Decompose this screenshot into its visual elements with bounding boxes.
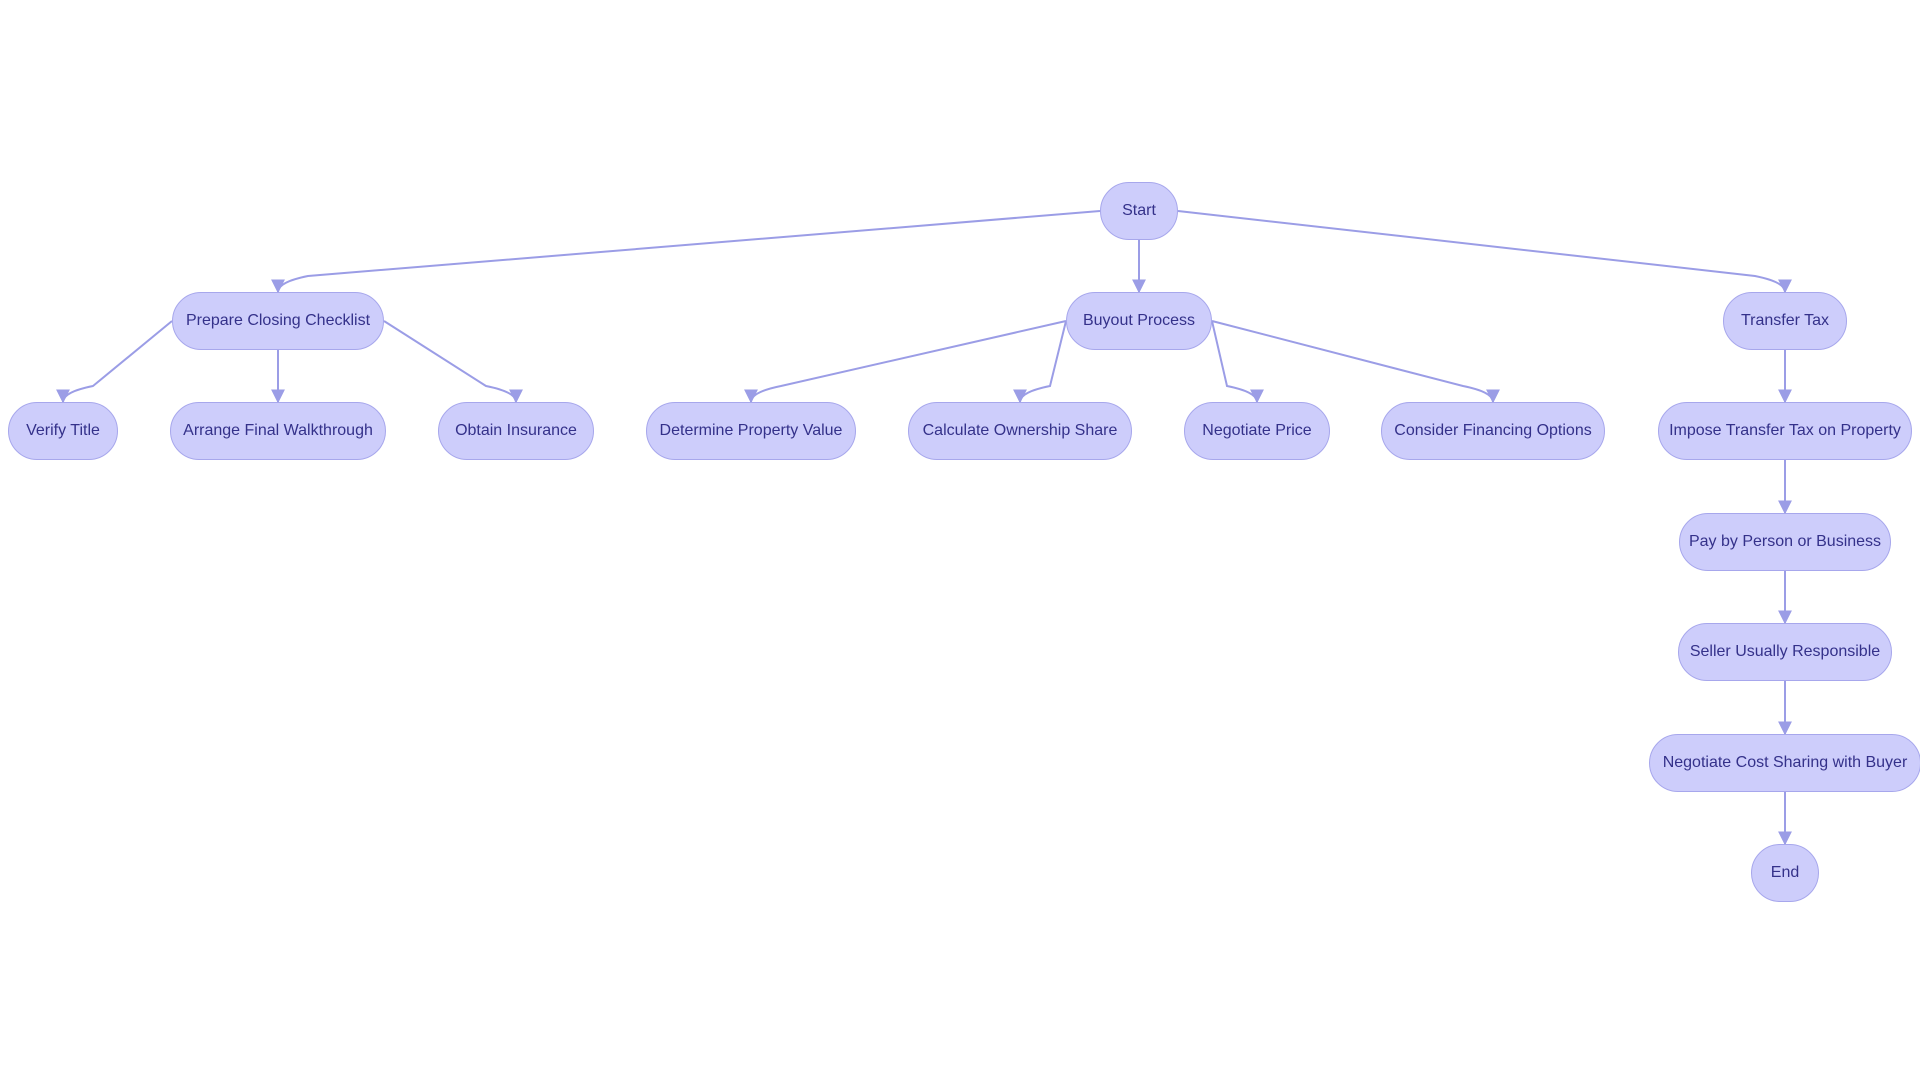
node-impose-transfer-tax: Impose Transfer Tax on Property [1658, 402, 1912, 460]
edge-buyout-to-financing [1211, 320, 1500, 404]
edge-start-to-prepare [271, 210, 1101, 294]
node-buyout-process: Buyout Process [1066, 292, 1212, 350]
edge-buyout-to-value [744, 320, 1067, 404]
node-determine-property-value: Determine Property Value [646, 402, 856, 460]
node-negotiate-cost-sharing: Negotiate Cost Sharing with Buyer [1649, 734, 1920, 792]
node-seller-usually-responsible: Seller Usually Responsible [1678, 623, 1892, 681]
node-verify-title: Verify Title [8, 402, 118, 460]
node-start: Start [1100, 182, 1178, 240]
node-consider-financing-options: Consider Financing Options [1381, 402, 1605, 460]
node-negotiate-price: Negotiate Price [1184, 402, 1330, 460]
edge-start-to-transfer [1177, 210, 1792, 294]
edge-prepare-to-insurance [383, 320, 523, 404]
node-pay-by-person-or-business: Pay by Person or Business [1679, 513, 1891, 571]
node-prepare-closing-checklist: Prepare Closing Checklist [172, 292, 384, 350]
node-calculate-ownership-share: Calculate Ownership Share [908, 402, 1132, 460]
node-arrange-final-walkthrough: Arrange Final Walkthrough [170, 402, 386, 460]
edge-prepare-to-verify [56, 320, 173, 404]
node-obtain-insurance: Obtain Insurance [438, 402, 594, 460]
edge-buyout-to-share [1013, 320, 1067, 404]
node-transfer-tax: Transfer Tax [1723, 292, 1847, 350]
edge-buyout-to-price [1211, 320, 1264, 404]
node-end: End [1751, 844, 1819, 902]
